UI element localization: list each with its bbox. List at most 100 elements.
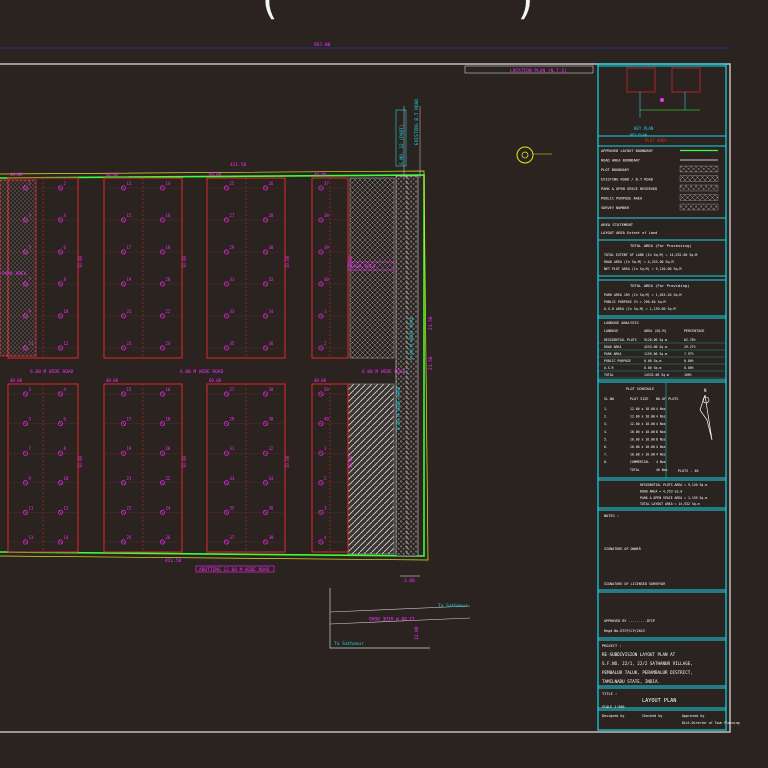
abutting-road-label: ABUTTING 12.00 M WIDE ROAD	[199, 567, 270, 573]
plot-number-label: 14	[166, 181, 171, 186]
plot-marker-icon	[160, 345, 166, 351]
plot-number-label: 31	[230, 277, 235, 282]
table2-row: PARK AREA 10% (In Sq.M) = 1,453.20 Sq.M	[604, 293, 681, 297]
overall-width-dim: 967.00	[314, 42, 331, 48]
plot-marker-icon	[318, 391, 324, 397]
plot-blocks	[7, 177, 349, 553]
area-statement-title: AREA STATEMENT	[601, 222, 634, 227]
legend-swatch	[679, 175, 719, 182]
plot-number-label: 1	[29, 181, 32, 186]
plot-width-dim: 40.00	[106, 172, 119, 177]
plot-marker-icon	[22, 185, 28, 191]
plot-number-label: 22	[166, 309, 171, 314]
layout-boundary-yellow	[0, 170, 429, 561]
plot-number-label: 18	[166, 417, 171, 422]
plot-depth-dim: 10.00	[285, 455, 290, 468]
signoff-label: Approved by	[682, 714, 704, 718]
plot-marker-icon	[57, 450, 63, 456]
legend-swatch	[679, 184, 719, 192]
abutting-road-box	[195, 565, 275, 573]
plot-marker-icon	[22, 313, 28, 319]
plot-number-label: 27	[230, 213, 235, 218]
landuse-cell: 62.76%	[684, 338, 696, 342]
park-label-box	[347, 261, 395, 271]
plot-depth-dim: 10.00	[348, 455, 353, 468]
bottom-road-dim: 421.50	[165, 558, 182, 564]
notes-box	[597, 509, 727, 591]
drawing-title-box	[597, 687, 727, 709]
landuse-cell: ROAD AREA	[604, 345, 621, 349]
vertical-dim-right-2: 21.50	[428, 316, 434, 330]
plot-marker-icon	[22, 249, 28, 255]
plot-depth-dim: 10.00	[78, 255, 83, 268]
plot-number-label: 6	[64, 245, 67, 250]
caption-right-paren: )	[517, 0, 536, 24]
summary-row: TOTAL LAYOUT AREA = 14,532 Sq.m	[640, 502, 700, 506]
plot-number-label: 31	[230, 446, 235, 451]
plot-marker-icon	[262, 391, 268, 397]
plot-number-label: 1	[324, 446, 327, 451]
north-label: N	[704, 388, 707, 393]
plot-number-label: 20	[166, 446, 171, 451]
plot-number-label: 22	[166, 476, 171, 481]
plot-number-label: 37	[230, 535, 235, 540]
landuse-cell: 29.27%	[684, 345, 696, 349]
plot-marker-icon	[121, 480, 127, 486]
plot-marker-icon	[262, 421, 268, 427]
plot-number-label: 5	[29, 417, 32, 422]
plot-number-label: 34	[269, 309, 274, 314]
plot-number-label: 19	[127, 277, 132, 282]
plot-schedule-cell: 4 Nos	[656, 415, 666, 419]
plot-marker-icon	[262, 281, 268, 287]
plot-marker-icon	[22, 509, 28, 515]
plot-number-label: 28	[269, 213, 274, 218]
plot-marker-icon	[224, 480, 230, 486]
plot-marker-icon	[318, 185, 324, 191]
plot-marker-icon	[121, 421, 127, 427]
landuse-cell: TOTAL	[604, 373, 614, 377]
legend-row-label: PLOT BOUNDARY	[601, 168, 630, 172]
project-line: S.F.NO. 22/1, 22/2 SATHANUR VILLAGE,	[602, 661, 693, 666]
landuse-cell: PUBLIC PURPOSE	[604, 359, 631, 363]
plot-number-label: 39	[324, 387, 329, 392]
landuse-header: AREA (SQ.M)	[644, 329, 666, 333]
road-label-bottom: 12.00 M WIDE ROAD	[369, 615, 415, 621]
project-box	[597, 639, 727, 687]
plot-marker-icon	[57, 421, 63, 427]
plot-number-label: 1	[324, 309, 327, 314]
plot-marker-icon	[318, 539, 324, 545]
plot-marker-icon	[57, 391, 63, 397]
legend-swatch	[679, 165, 719, 173]
layout-boundary-green	[0, 174, 425, 557]
legend-swatch	[679, 203, 719, 211]
plot-marker-icon	[262, 217, 268, 223]
plot-schedule-cell: 10.00 x 18.00	[630, 445, 655, 449]
plot-marker-icon	[57, 185, 63, 191]
plot-depth-dim: 10.00	[182, 255, 187, 268]
legend-swatch	[679, 194, 719, 201]
plot-number-label: 8	[64, 446, 67, 451]
plot-marker-icon	[224, 391, 230, 397]
plot-schedule-cell: 10.00 x 18.00	[630, 437, 655, 441]
plot-marker-icon	[224, 281, 230, 287]
signature-surveyor: SIGNATURE OF LICENSED SURVEYOR	[604, 582, 666, 586]
plot-marker-icon	[262, 313, 268, 319]
plot-width-dim: 40.00	[10, 172, 23, 177]
vertical-dim-right: 21.50	[428, 356, 434, 370]
plot-number-label: 3	[29, 387, 32, 392]
project-line: RE-SUBDIVISION LAYOUT PLAN AT	[602, 652, 676, 657]
plot-number-label: 6	[64, 417, 67, 422]
plot-schedule-cell: 5.	[604, 437, 608, 441]
landuse-cell: 7.97%	[684, 352, 694, 356]
plot-schedule-cell: 10.00 x 18.00	[630, 453, 655, 457]
road-label-mid-3: 6.00 M WIDE ROAD	[362, 369, 406, 375]
plot-number-label: 38	[269, 535, 274, 540]
plot-schedule-title: PLOT SCHEDULE	[626, 387, 654, 391]
plot-number-label: 26	[166, 535, 171, 540]
plot-number-label: 17	[127, 417, 132, 422]
park-area-right-bottom	[347, 383, 395, 555]
plot-number-label: 11	[29, 505, 34, 510]
plot-number-label: 17	[127, 245, 132, 250]
